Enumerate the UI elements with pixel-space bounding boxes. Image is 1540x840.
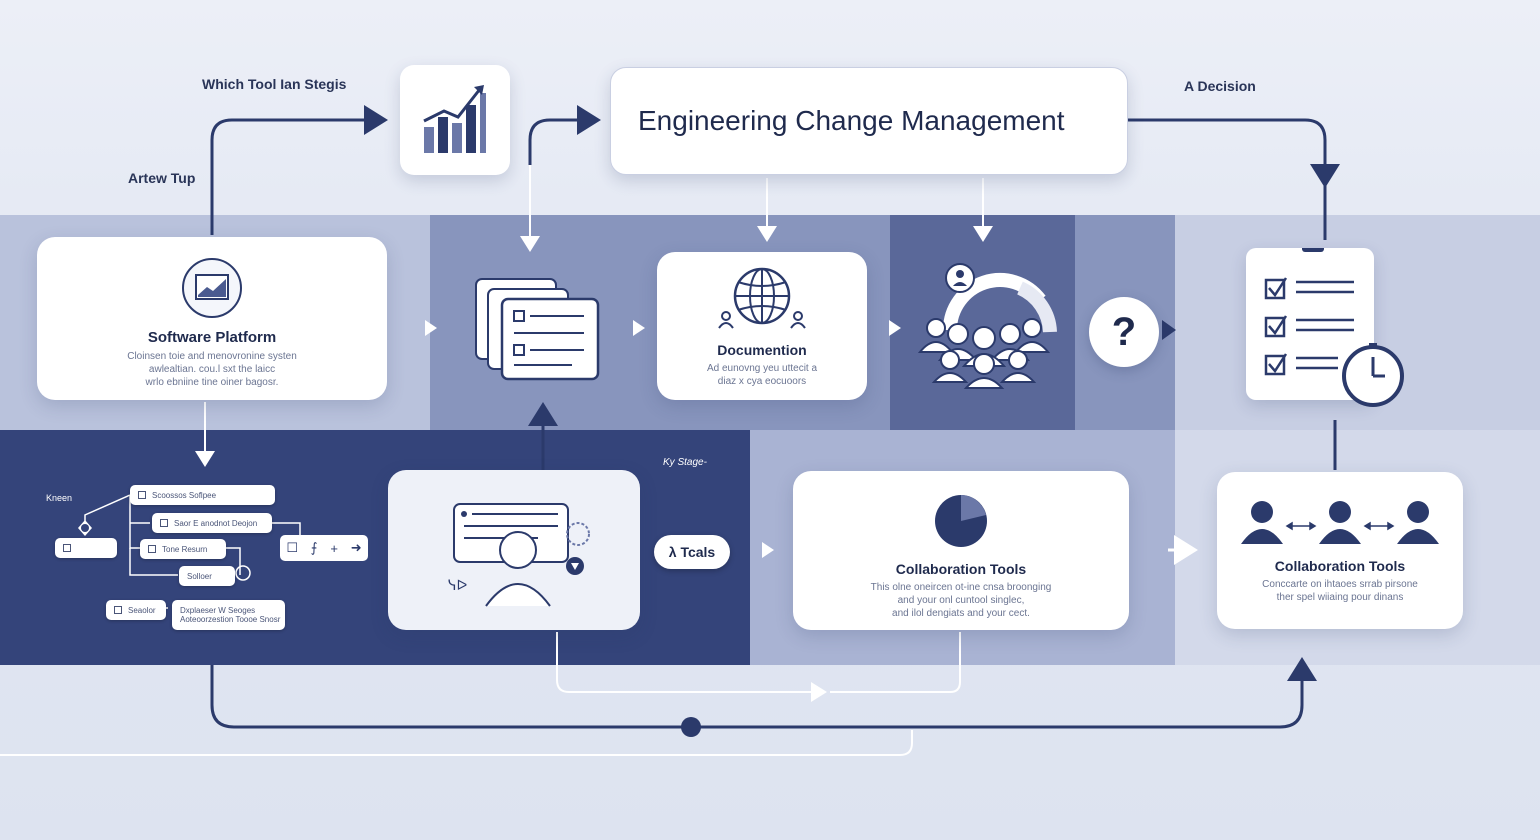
collaboration-tools-center-title: Collaboration Tools (895, 561, 1027, 577)
arrow-right-icon[interactable]: ➜ (350, 540, 362, 555)
page-title: Engineering Change Management (638, 105, 1065, 136)
documentation-card[interactable]: Documention Ad eunovng yeu uttecit a dia… (657, 252, 867, 400)
globe-users-icon (718, 267, 806, 329)
documents-icon (475, 278, 600, 381)
chart-card[interactable] (400, 65, 510, 175)
bar-chart-icon (423, 85, 486, 153)
flow-step-3[interactable]: Tone Resurn (140, 539, 226, 559)
collaboration-tools-center-desc: This olne oneircen ot-ine cnsa broonging… (870, 582, 1052, 619)
user-screen-card[interactable]: ᓭᐅ (388, 470, 640, 630)
documentation-desc: Ad eunovng yeu uttecit a diaz x cya eocu… (706, 363, 818, 387)
collaboration-tools-right-desc: Conccarte on ihtaoes srrab pirsone ther … (1262, 579, 1418, 603)
flow-step-2-label: Saor E anodnot Deojon (174, 518, 258, 528)
decision-label: A Decision (1184, 78, 1256, 94)
flow-step-4[interactable]: Solloer (179, 566, 235, 586)
software-platform-desc: Cloinsen toie and menovronine systen awl… (127, 351, 297, 388)
flow-step-6[interactable]: Dxplaeser W Seoges Aoteoorzestion Toooe … (172, 600, 285, 630)
arrow-tip-label: Artew Tup (128, 170, 196, 186)
flow-step-5-label: Seaolor (128, 605, 156, 615)
flow-step-4-label: Solloer (187, 571, 212, 581)
which-tool-label: Which Tool Ian Stegis (202, 76, 347, 92)
user-exchange-icon (1241, 501, 1439, 544)
svg-text:ᓭᐅ: ᓭᐅ (448, 578, 467, 594)
question-bubble[interactable]: ? (1089, 297, 1159, 367)
documentation-title: Documention (717, 342, 807, 358)
flow-step-3-label: Tone Resurn (162, 544, 208, 554)
key-steps-label: Ky Stage- (663, 457, 707, 468)
software-platform-title: Software Platform (147, 329, 277, 346)
step-checkbox (63, 544, 71, 552)
user-screen-icon: ᓭᐅ (448, 503, 590, 607)
software-platform-card[interactable]: Software Platform Cloinsen toie and meno… (37, 237, 387, 400)
tools-bubble[interactable]: λ Tcals (654, 535, 730, 569)
collaboration-tools-card-center[interactable]: Collaboration Tools This olne oneircen o… (793, 471, 1129, 630)
flow-start-label: Kneen (46, 493, 73, 503)
step-checkbox (160, 519, 168, 527)
flow-step-1[interactable]: Scoossos Soflpee (130, 485, 275, 505)
team-group-icon (917, 263, 1057, 389)
analytics-screen-icon (182, 258, 242, 318)
pie-chart-icon (935, 495, 987, 547)
plus-icon[interactable]: + (330, 540, 338, 556)
function-icon[interactable]: ⨍ (310, 540, 318, 555)
flow-step-5[interactable]: Seaolor (106, 600, 166, 620)
flow-step-start[interactable] (55, 538, 117, 558)
question-mark: ? (1111, 309, 1137, 354)
collaboration-tools-card-right[interactable]: Collaboration Tools Conccarte on ihtaoes… (1217, 472, 1463, 629)
flowchart-connectors (78, 494, 301, 609)
flow-step-2[interactable]: Saor E anodnot Deojon (152, 513, 272, 533)
flow-step-6-sublabel: Aoteoorzestion Toooe Snosr (180, 615, 281, 624)
flow-step-1-label: Scoossos Soflpee (152, 490, 217, 500)
collaboration-tools-right-title: Collaboration Tools (1274, 558, 1406, 574)
title-card: Engineering Change Management (610, 67, 1128, 175)
tools-bubble-label: λ Tcals (668, 544, 716, 560)
step-checkbox (148, 545, 156, 553)
step-checkbox (114, 606, 122, 614)
flow-step-6-label: Dxplaeser W Seoges (180, 606, 256, 615)
step-checkbox (138, 491, 146, 499)
square-icon[interactable]: ☐ (286, 540, 299, 555)
flow-toolbar[interactable]: ☐ ⨍ + ➜ (280, 535, 368, 561)
clock-icon (1342, 343, 1404, 407)
